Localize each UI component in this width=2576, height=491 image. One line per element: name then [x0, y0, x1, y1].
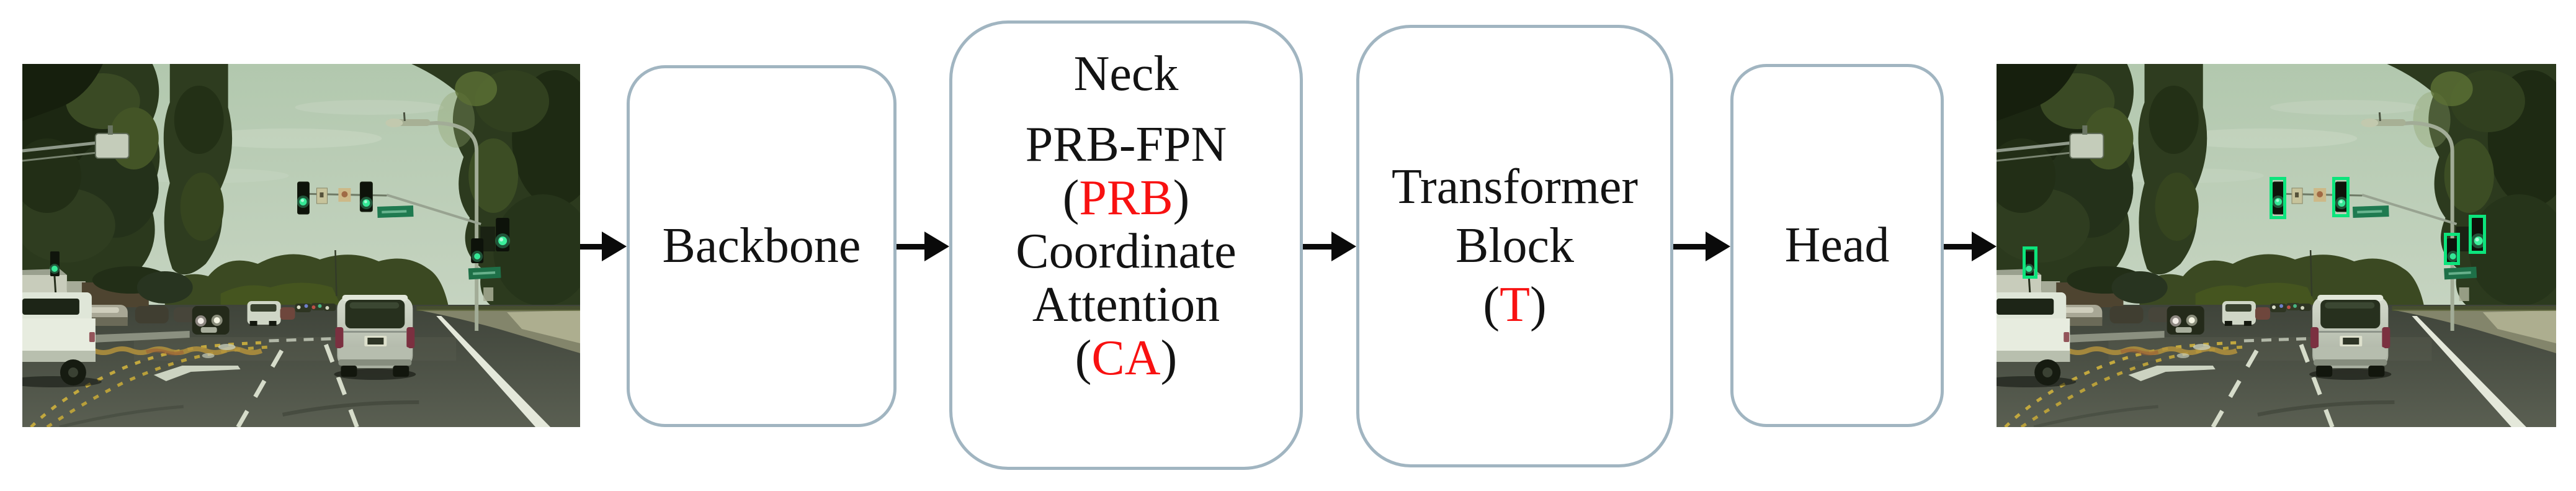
detection-box: [2023, 246, 2037, 279]
arrow-shaft: [1673, 244, 1708, 250]
arrow-head: [1706, 232, 1730, 261]
text: Attention: [1032, 277, 1220, 332]
paren-open: (: [1062, 171, 1080, 225]
text: Transformer: [1392, 160, 1638, 214]
detection-box: [2469, 215, 2486, 254]
paren-open: (: [1075, 331, 1092, 385]
transformer-line-t: (T): [1483, 276, 1546, 335]
prb-abbrev: PRB: [1079, 171, 1173, 225]
detection-box: [2444, 233, 2460, 265]
arrow-shaft: [897, 244, 927, 250]
head-label: Head: [1784, 218, 1890, 273]
t-abbrev: T: [1500, 277, 1530, 332]
neck-line-ca: (CA): [1075, 331, 1177, 385]
arrow-head: [1972, 232, 1997, 261]
backbone-label: Backbone: [662, 218, 861, 273]
arrow-right-icon: [1673, 232, 1730, 261]
neck-line-prbfpn: PRB-FPN: [1026, 118, 1227, 171]
transformer-block: Transformer Block (T): [1356, 25, 1673, 467]
paren-close: ): [1529, 277, 1547, 332]
text: PRB-FPN: [1025, 117, 1227, 172]
head-block: Head: [1730, 64, 1944, 427]
arrow-shaft: [1944, 244, 1974, 250]
arrow-head: [1331, 232, 1356, 261]
detection-box: [2332, 177, 2350, 217]
paren-open: (: [1483, 277, 1500, 332]
neck-title: Neck: [1073, 47, 1179, 101]
arrow-right-icon: [897, 232, 949, 261]
output-image: [1997, 64, 2556, 427]
paren-close: ): [1160, 331, 1178, 385]
arrow-shaft: [1303, 244, 1334, 250]
text: Block: [1455, 218, 1575, 273]
detection-box: [2270, 177, 2286, 219]
arrow-head: [924, 232, 949, 261]
neck-block: Neck PRB-FPN (PRB) Coordinate Attention …: [949, 20, 1303, 470]
arrow-right-icon: [1944, 232, 1997, 261]
neck-line-attention: Attention: [1032, 278, 1220, 331]
backbone-block: Backbone: [627, 65, 897, 427]
transformer-line1: Transformer: [1392, 158, 1638, 217]
arrow-head: [602, 232, 627, 261]
transformer-line2: Block: [1456, 217, 1574, 276]
ca-abbrev: CA: [1091, 331, 1161, 385]
arrow-right-icon: [1303, 232, 1356, 261]
paren-close: ): [1173, 171, 1190, 225]
text: Coordinate: [1016, 224, 1237, 279]
neck-line-prb: (PRB): [1063, 171, 1190, 225]
arrow-shaft: [580, 244, 604, 250]
neck-line-coordinate: Coordinate: [1016, 225, 1236, 278]
input-image: [22, 64, 580, 427]
arrow-right-icon: [580, 232, 627, 261]
